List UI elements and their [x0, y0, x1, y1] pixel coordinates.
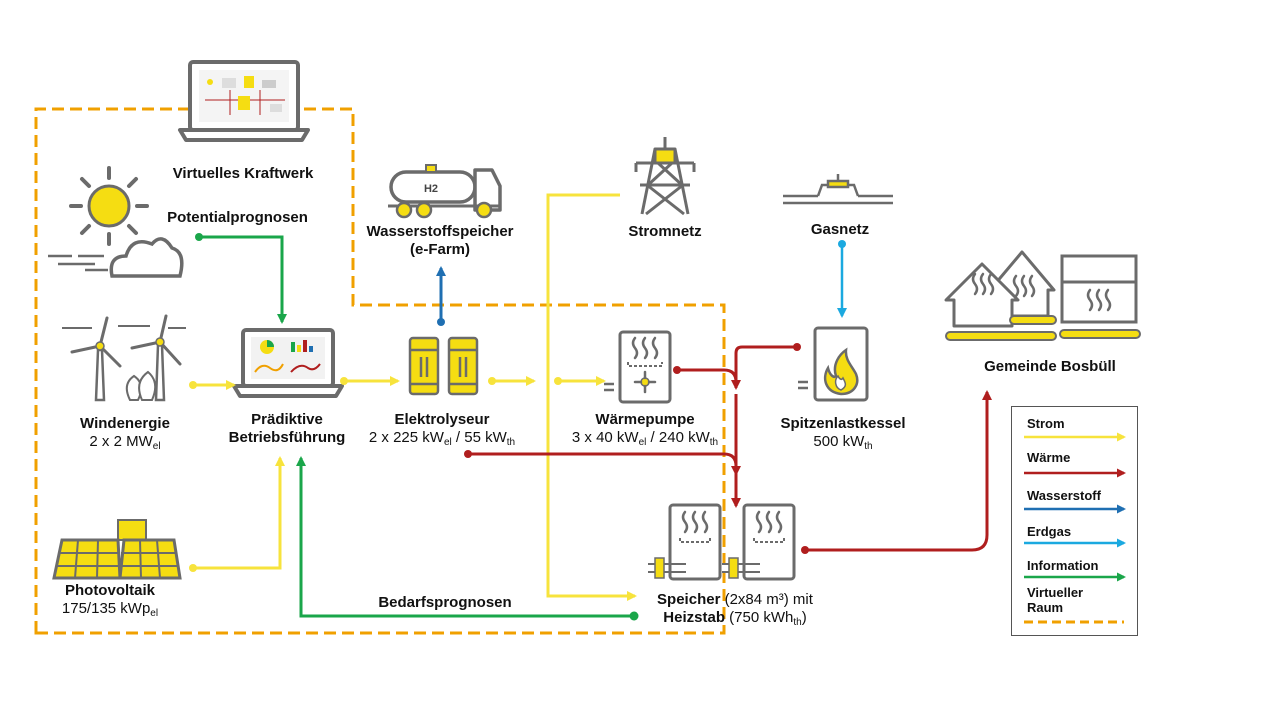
storage-label: Speicher (2x84 m³) mit Heizstab (750 kWh…: [657, 591, 813, 628]
electrolyser-label: Elektrolyseur 2 x 225 kWel / 55 kWth: [368, 411, 516, 448]
sun-cloud-icon: [48, 166, 184, 278]
legend-item: Strom: [1027, 416, 1065, 431]
electricity-flow: [193, 193, 637, 601]
power-pylon-icon: [634, 137, 696, 216]
predictive-operation-label: Prädiktive Betriebsführung: [228, 411, 346, 446]
legend-item: Wasserstoff: [1027, 488, 1101, 503]
peak-boiler-label: Spitzenlastkessel 500 kWth: [780, 415, 906, 452]
demand-forecasts-label: Bedarfsprognosen: [378, 594, 512, 611]
gas-pipe-icon: [783, 174, 893, 205]
hydrogen-truck-icon: H2: [388, 164, 502, 219]
legend-swatches: [1024, 432, 1126, 624]
legend-item: Information: [1027, 558, 1099, 573]
gas-grid-label: Gasnetz: [810, 221, 870, 238]
virtual-power-plant-label: Virtuelles Kraftwerk: [172, 165, 314, 182]
potential-forecasts-label: Potentialprognosen: [167, 209, 308, 226]
power-grid-label: Stromnetz: [628, 223, 702, 240]
hydrogen-storage-label: Wasserstoffspeicher (e-Farm): [366, 223, 514, 258]
laptop-charts-icon: [232, 328, 344, 398]
laptop-dashboard-icon: [178, 60, 310, 142]
legend-item: Wärme: [1027, 450, 1071, 465]
storage-tank-icon: [648, 503, 796, 581]
electrolyser-icon: [408, 336, 479, 396]
legend: Strom Wärme Wasserstoff Erdgas Informati…: [1011, 406, 1138, 636]
community-label: Gemeinde Bosbüll: [984, 358, 1116, 375]
wind-label: Windenergie 2 x 2 MWel: [80, 415, 170, 452]
boiler-flame-icon: [798, 326, 869, 402]
pv-label: Photovoltaik 175/135 kWpel: [61, 582, 159, 619]
solar-panel-icon: [52, 519, 182, 580]
heat-flow: [468, 345, 992, 552]
virtual-space-boundary: [34, 107, 726, 635]
h2-tank-text: H2: [424, 183, 438, 195]
legend-item-virtual-space: Virtueller Raum: [1027, 585, 1084, 615]
wind-turbine-icon: [62, 314, 186, 402]
houses-icon: [944, 250, 1141, 341]
heat-pump-label: Wärmepumpe 3 x 40 kWel / 240 kWth: [571, 411, 719, 448]
legend-item: Erdgas: [1027, 524, 1072, 539]
information-flow: [199, 235, 634, 618]
heat-pump-icon: [604, 330, 672, 404]
